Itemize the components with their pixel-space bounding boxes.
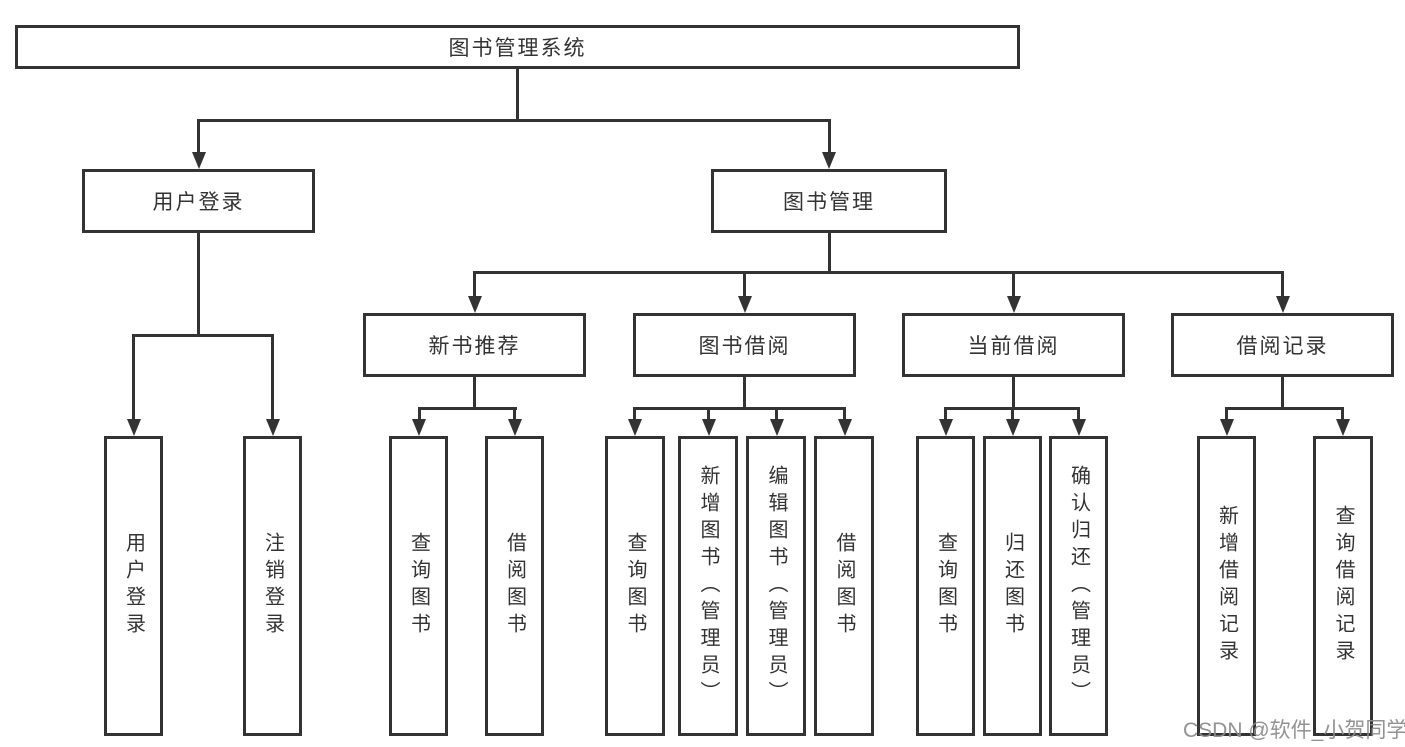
arrow-down-icon	[1071, 419, 1086, 436]
node-label: 当前借阅	[967, 335, 1060, 358]
node-label: 注销登录	[261, 532, 284, 640]
connector-line	[1225, 407, 1228, 421]
node-label: 用户登录	[122, 532, 145, 640]
node-label: 新书推荐	[428, 335, 521, 358]
arrow-down-icon	[507, 419, 522, 436]
arrow-down-icon	[412, 419, 426, 436]
connector-line	[707, 407, 710, 421]
arrow-down-icon	[126, 419, 141, 436]
node-label: 查询图书	[624, 532, 646, 640]
node-label: 查询借阅记录	[1332, 505, 1354, 667]
connector-line	[473, 377, 476, 410]
connector-line	[1012, 377, 1015, 410]
connector-line	[827, 233, 831, 274]
leaf-query-borrow-record: 查询借阅记录	[1313, 436, 1373, 736]
leaf-query-books-1: 查询图书	[389, 436, 448, 736]
connector-line	[417, 407, 421, 421]
arrow-down-icon	[701, 419, 716, 436]
connector-line	[843, 407, 846, 421]
node-book-management: 图书管理	[711, 169, 947, 233]
arrow-down-icon	[467, 296, 482, 313]
leaf-user-login: 用户登录	[104, 436, 163, 736]
connector-line	[473, 271, 1284, 274]
leaf-add-borrow-record: 新增借阅记录	[1197, 436, 1256, 736]
node-label: 查询图书	[934, 532, 957, 640]
connector-line	[513, 407, 516, 421]
arrow-down-icon	[737, 296, 752, 313]
connector-line	[132, 334, 274, 337]
connector-line	[271, 334, 274, 420]
connector-line	[417, 407, 517, 410]
node-label: 图书借阅	[698, 335, 791, 358]
connector-line	[197, 119, 200, 153]
node-label: 图书管理	[783, 191, 875, 214]
connector-line	[1341, 407, 1344, 421]
connector-line	[516, 68, 519, 122]
connector-line	[132, 334, 135, 420]
node-book-borrowing: 图书借阅	[633, 313, 856, 377]
node-label: 归还图书	[1001, 532, 1024, 640]
node-label: 借阅图书	[833, 532, 855, 640]
leaf-query-books-3: 查询图书	[916, 436, 975, 736]
node-label: 新增图书（管理员）	[697, 464, 719, 708]
arrow-down-icon	[769, 419, 784, 436]
node-label: 图书管理系统	[448, 37, 587, 60]
connector-line	[1281, 271, 1284, 297]
node-label: 借阅记录	[1236, 335, 1329, 358]
connector-line	[827, 119, 831, 153]
leaf-borrow-books-1: 借阅图书	[485, 436, 544, 736]
arrow-down-icon	[1335, 419, 1350, 436]
csdn-watermark: CSDN @软件_小贺同学	[1183, 719, 1405, 742]
node-current-borrowing: 当前借阅	[902, 313, 1125, 377]
connector-line	[775, 407, 778, 421]
arrow-down-icon	[822, 152, 836, 169]
node-label: 确认归还（管理员）	[1067, 464, 1090, 708]
connector-line	[1225, 407, 1343, 410]
node-borrowing-records: 借阅记录	[1171, 313, 1394, 377]
leaf-borrow-books-2: 借阅图书	[814, 436, 874, 736]
leaf-logout: 注销登录	[243, 436, 302, 736]
arrow-down-icon	[627, 419, 642, 436]
node-label: 借阅图书	[503, 532, 526, 640]
node-label: 新增借阅记录	[1215, 505, 1238, 667]
connector-line	[473, 271, 476, 297]
connector-line	[1281, 377, 1284, 410]
connector-line	[1012, 271, 1015, 297]
arrow-down-icon	[938, 419, 953, 436]
node-user-login: 用户登录	[82, 169, 315, 233]
arrow-down-icon	[191, 152, 206, 169]
leaf-query-books-2: 查询图书	[605, 436, 665, 736]
node-label: 查询图书	[407, 532, 430, 640]
node-library-management-system: 图书管理系统	[15, 25, 1020, 69]
connector-line	[743, 377, 746, 410]
leaf-return-books: 归还图书	[983, 436, 1042, 736]
node-label: 编辑图书（管理员）	[765, 464, 787, 708]
leaf-add-books-admin: 新增图书（管理员）	[678, 436, 738, 736]
arrow-down-icon	[837, 419, 852, 436]
leaf-edit-books-admin: 编辑图书（管理员）	[746, 436, 806, 736]
arrow-down-icon	[1219, 419, 1234, 436]
connector-line	[1077, 407, 1080, 421]
connector-line	[944, 407, 947, 421]
connector-line	[197, 119, 831, 122]
connector-line	[633, 407, 846, 410]
arrow-down-icon	[1275, 296, 1290, 313]
connector-line	[633, 407, 636, 421]
leaf-confirm-return-admin: 确认归还（管理员）	[1049, 436, 1108, 736]
connector-line	[197, 233, 200, 337]
connector-line	[1011, 407, 1014, 421]
node-label: 用户登录	[152, 191, 245, 214]
arrow-down-icon	[265, 419, 280, 436]
arrow-down-icon	[1006, 296, 1021, 313]
connector-line	[743, 271, 746, 297]
node-new-book-recommendation: 新书推荐	[363, 313, 586, 377]
arrow-down-icon	[1005, 419, 1020, 436]
